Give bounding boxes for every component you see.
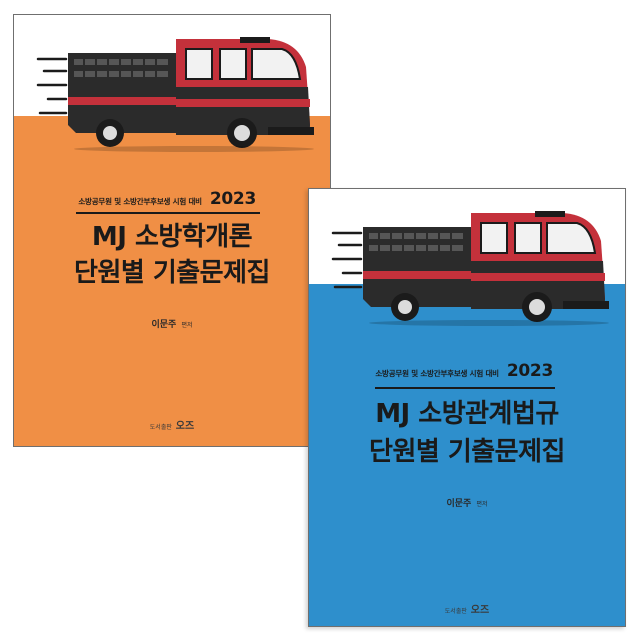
- publisher-name: 오즈: [175, 421, 195, 432]
- publisher: 도서출판 오즈: [14, 417, 330, 432]
- exam-subtitle-row: 소방공무원 및 소방간부후보생 시험 대비 2023: [76, 189, 256, 209]
- book-title-line2: 단원별 기출문제집: [369, 437, 565, 467]
- author: 이문주 편저: [309, 496, 625, 509]
- book-title-line1: MJ 소방관계법규: [375, 399, 559, 429]
- book-cover-fire-law: 소방공무원 및 소방간부후보생 시험 대비 2023 MJ 소방관계법규 단원별…: [308, 188, 626, 627]
- publisher-prefix: 도서출판: [149, 424, 172, 431]
- exam-subtitle: 소방공무원 및 소방간부후보생 시험 대비: [78, 197, 202, 206]
- publisher: 도서출판 오즈: [309, 601, 625, 616]
- book-cover-fire-science: 소방공무원 및 소방간부후보생 시험 대비 2023 MJ 소방학개론 단원별 …: [13, 14, 331, 447]
- divider-line: [375, 387, 555, 389]
- publisher-name: 오즈: [470, 605, 490, 616]
- book-title-line1: MJ 소방학개론: [91, 222, 253, 252]
- edition-year: 2023: [209, 189, 256, 209]
- exam-subtitle: 소방공무원 및 소방간부후보생 시험 대비: [375, 369, 499, 378]
- cover-bottom-blue: [309, 284, 625, 626]
- exam-subtitle-row: 소방공무원 및 소방간부후보생 시험 대비 2023: [375, 361, 553, 381]
- edition-year: 2023: [506, 361, 553, 381]
- fire-truck-illustration: [36, 37, 314, 152]
- publisher-prefix: 도서출판: [444, 608, 467, 615]
- author-role: 편저: [181, 322, 193, 329]
- fire-truck-illustration: [331, 211, 609, 326]
- author-name: 이문주: [151, 320, 177, 330]
- author: 이문주 편저: [14, 317, 330, 330]
- book-title-line2: 단원별 기출문제집: [74, 258, 270, 288]
- cover-bottom-orange: [14, 116, 330, 446]
- author-role: 편저: [476, 501, 488, 508]
- author-name: 이문주: [446, 499, 472, 509]
- divider-line: [76, 212, 260, 214]
